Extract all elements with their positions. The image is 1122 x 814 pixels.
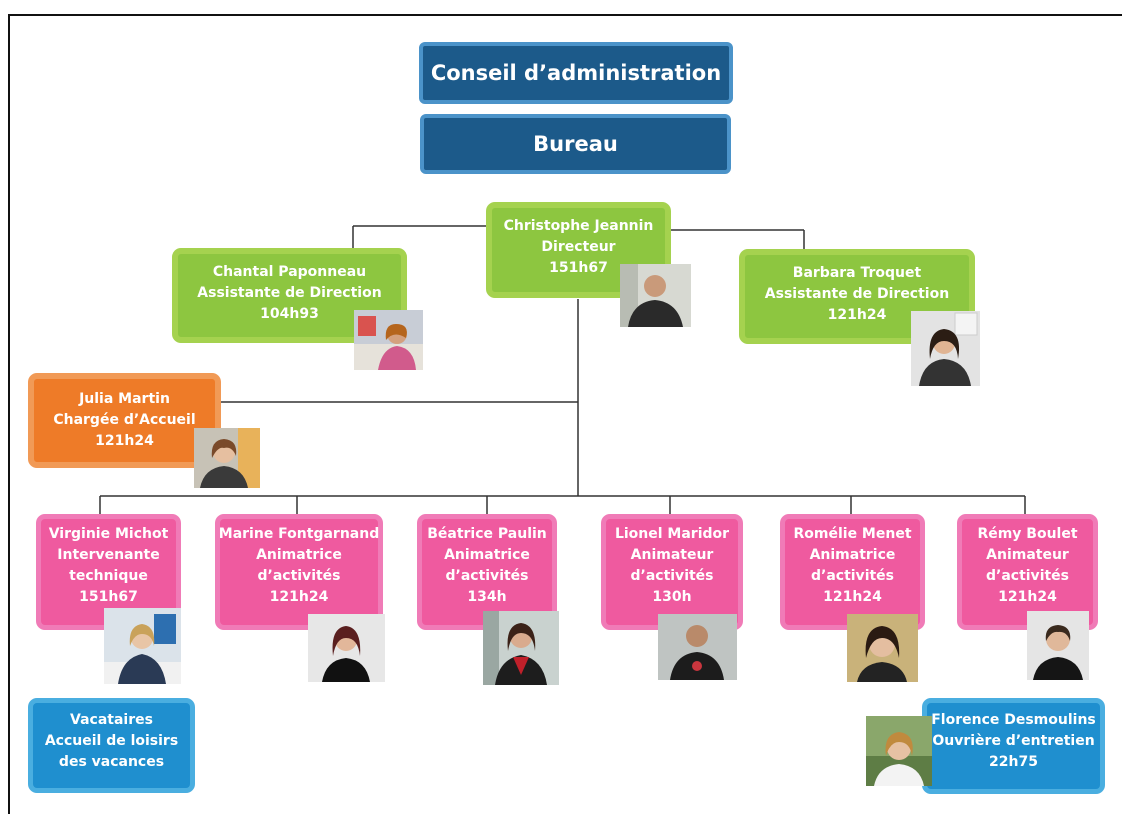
- temps-box: Vacataires Accueil de loisirs des vacanc…: [28, 698, 195, 793]
- portrait-photo: [483, 611, 559, 685]
- assistant-hours: 121h24: [827, 307, 887, 323]
- reception-hours: 121h24: [95, 433, 154, 449]
- portrait-photo: [911, 311, 980, 386]
- staff-role: d’activités: [985, 568, 1070, 584]
- staff-hours: 130h: [652, 589, 692, 605]
- maintenance-hours: 22h75: [989, 754, 1038, 770]
- staff-box: Lionel Maridor Animateur d’activités 130…: [601, 514, 743, 630]
- staff-name: Rémy Boulet: [977, 526, 1078, 542]
- maintenance-box: Florence Desmoulins Ouvrière d’entretien…: [922, 698, 1105, 794]
- portrait-photo: [194, 428, 260, 488]
- staff-role: Animateur: [630, 547, 714, 563]
- maintenance-role: Ouvrière d’entretien: [932, 733, 1095, 749]
- portrait-photo: [620, 264, 691, 327]
- portrait-photo: [104, 608, 181, 684]
- assistant-role: Assistante de Direction: [764, 286, 950, 302]
- director-role: Directeur: [541, 239, 616, 255]
- staff-name: Romélie Menet: [793, 526, 912, 542]
- portrait-photo: [308, 614, 385, 682]
- assistant-box-left: Chantal Paponneau Assistante de Directio…: [172, 248, 407, 343]
- staff-role: d’activités: [257, 568, 341, 584]
- board-label: Conseil d’administration: [430, 61, 722, 85]
- assistant-box-right: Barbara Troquet Assistante de Direction …: [739, 249, 975, 344]
- staff-role: d’activités: [810, 568, 895, 584]
- board-box: Conseil d’administration: [419, 42, 733, 104]
- assistant-name: Chantal Paponneau: [212, 264, 367, 280]
- staff-name: Béatrice Paulin: [427, 526, 547, 542]
- staff-role: d’activités: [630, 568, 714, 584]
- staff-hours: 121h24: [998, 589, 1057, 605]
- bureau-box: Bureau: [420, 114, 731, 174]
- temps-line: Accueil de loisirs: [44, 733, 179, 749]
- staff-hours: 151h67: [79, 589, 138, 605]
- reception-name: Julia Martin: [79, 391, 170, 407]
- assistant-role: Assistante de Direction: [197, 285, 382, 301]
- staff-role: Animatrice: [809, 547, 896, 563]
- assistant-hours: 104h93: [260, 306, 319, 322]
- staff-hours: 134h: [467, 589, 507, 605]
- staff-box: Romélie Menet Animatrice d’activités 121…: [780, 514, 925, 630]
- staff-role: Intervenante: [57, 547, 160, 563]
- portrait-photo: [354, 310, 423, 370]
- reception-box: Julia Martin Chargée d’Accueil 121h24: [28, 373, 221, 468]
- staff-role: Animatrice: [444, 547, 530, 563]
- staff-role: technique: [69, 568, 148, 584]
- portrait-photo: [847, 614, 918, 682]
- temps-line: des vacances: [58, 754, 165, 770]
- assistant-name: Barbara Troquet: [792, 265, 922, 281]
- staff-role: d’activités: [445, 568, 529, 584]
- staff-box: Rémy Boulet Animateur d’activités 121h24: [957, 514, 1098, 630]
- staff-name: Lionel Maridor: [614, 526, 730, 542]
- portrait-photo: [866, 716, 932, 786]
- portrait-photo: [658, 614, 737, 680]
- portrait-photo: [1027, 611, 1089, 680]
- staff-role: Animatrice: [256, 547, 342, 563]
- temps-line: Vacataires: [70, 712, 153, 728]
- staff-hours: 121h24: [823, 589, 882, 605]
- bureau-label: Bureau: [533, 132, 618, 156]
- page-frame: [8, 14, 1122, 814]
- staff-role: Animateur: [986, 547, 1069, 563]
- director-name: Christophe Jeannin: [503, 218, 654, 234]
- staff-name: Virginie Michot: [48, 526, 169, 542]
- staff-box: Marine Fontgarnand Animatrice d’activité…: [215, 514, 383, 630]
- staff-hours: 121h24: [269, 589, 329, 605]
- reception-role: Chargée d’Accueil: [53, 412, 196, 428]
- staff-name: Marine Fontgarnand: [218, 526, 380, 542]
- maintenance-name: Florence Desmoulins: [931, 712, 1096, 728]
- director-hours: 151h67: [549, 260, 608, 276]
